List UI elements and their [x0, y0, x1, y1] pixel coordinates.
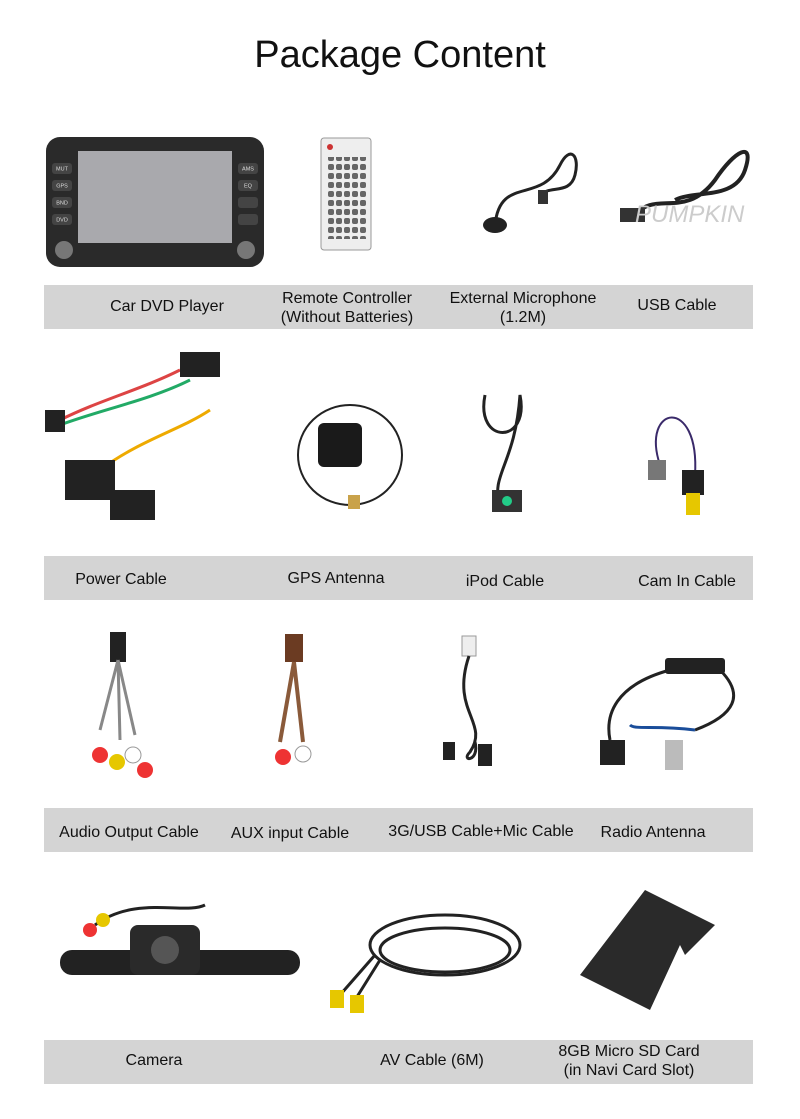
usb-cable-image: PUMPKIN: [620, 149, 750, 228]
radio-antenna-image: [600, 658, 736, 770]
dvd-button-mut: MUT: [56, 167, 69, 173]
label-usb-cable: USB Cable: [637, 297, 717, 314]
dvd-button-bnd: BND: [56, 201, 68, 207]
label-bar-row-3: [44, 808, 753, 852]
pumpkin-watermark: PUMPKIN: [635, 201, 745, 228]
label-bar-row-1: [44, 285, 753, 329]
car-dvd-player-image: MUT GPS BND DVD AMS EQ: [46, 137, 264, 267]
dvd-button-dvd: DVD: [56, 218, 68, 224]
label-car-dvd-player: Car DVD Player: [110, 298, 224, 315]
label-bar-row-4: [44, 1040, 753, 1084]
3g-usb-mic-cable-image: [443, 635, 492, 766]
dvd-button-ams: AMS: [242, 167, 254, 173]
label-3g-usb-mic-cable: 3G/USB Cable+Mic Cable: [388, 823, 574, 840]
label-micro-sd-card: 8GB Micro SD Card (in Navi Card Slot): [558, 1043, 700, 1079]
label-cam-in-cable: Cam In Cable: [638, 573, 736, 590]
label-bar-row-2: [44, 556, 753, 600]
micro-sd-card-image: [580, 890, 715, 1010]
label-aux-input-cable: AUX input Cable: [230, 825, 350, 842]
label-remote-controller: Remote Controller (Without Batteries): [280, 290, 414, 326]
power-cable-image: [45, 352, 220, 520]
cam-in-cable-image: [648, 416, 704, 515]
aux-input-cable-image: [275, 634, 312, 765]
label-ipod-cable: iPod Cable: [465, 573, 545, 590]
label-external-microphone: External Microphone (1.2M): [449, 290, 597, 326]
label-av-cable: AV Cable (6M): [380, 1052, 484, 1069]
ipod-cable-image: [482, 394, 523, 512]
label-camera: Camera: [125, 1052, 183, 1069]
label-radio-antenna: Radio Antenna: [600, 824, 706, 841]
gps-antenna-image: [297, 404, 403, 509]
label-gps-antenna: GPS Antenna: [287, 570, 385, 587]
remote-controller-image: [320, 137, 372, 251]
external-microphone-image: [483, 152, 578, 233]
audio-output-cable-image: [92, 632, 153, 778]
label-power-cable: Power Cable: [75, 571, 167, 588]
page-title: Package Content: [254, 34, 546, 76]
label-audio-output-cable: Audio Output Cable: [59, 824, 199, 841]
av-cable-image: [330, 913, 522, 1013]
dvd-button-eq: EQ: [244, 184, 253, 190]
camera-image: [60, 903, 300, 975]
dvd-button-gps: GPS: [56, 184, 68, 190]
